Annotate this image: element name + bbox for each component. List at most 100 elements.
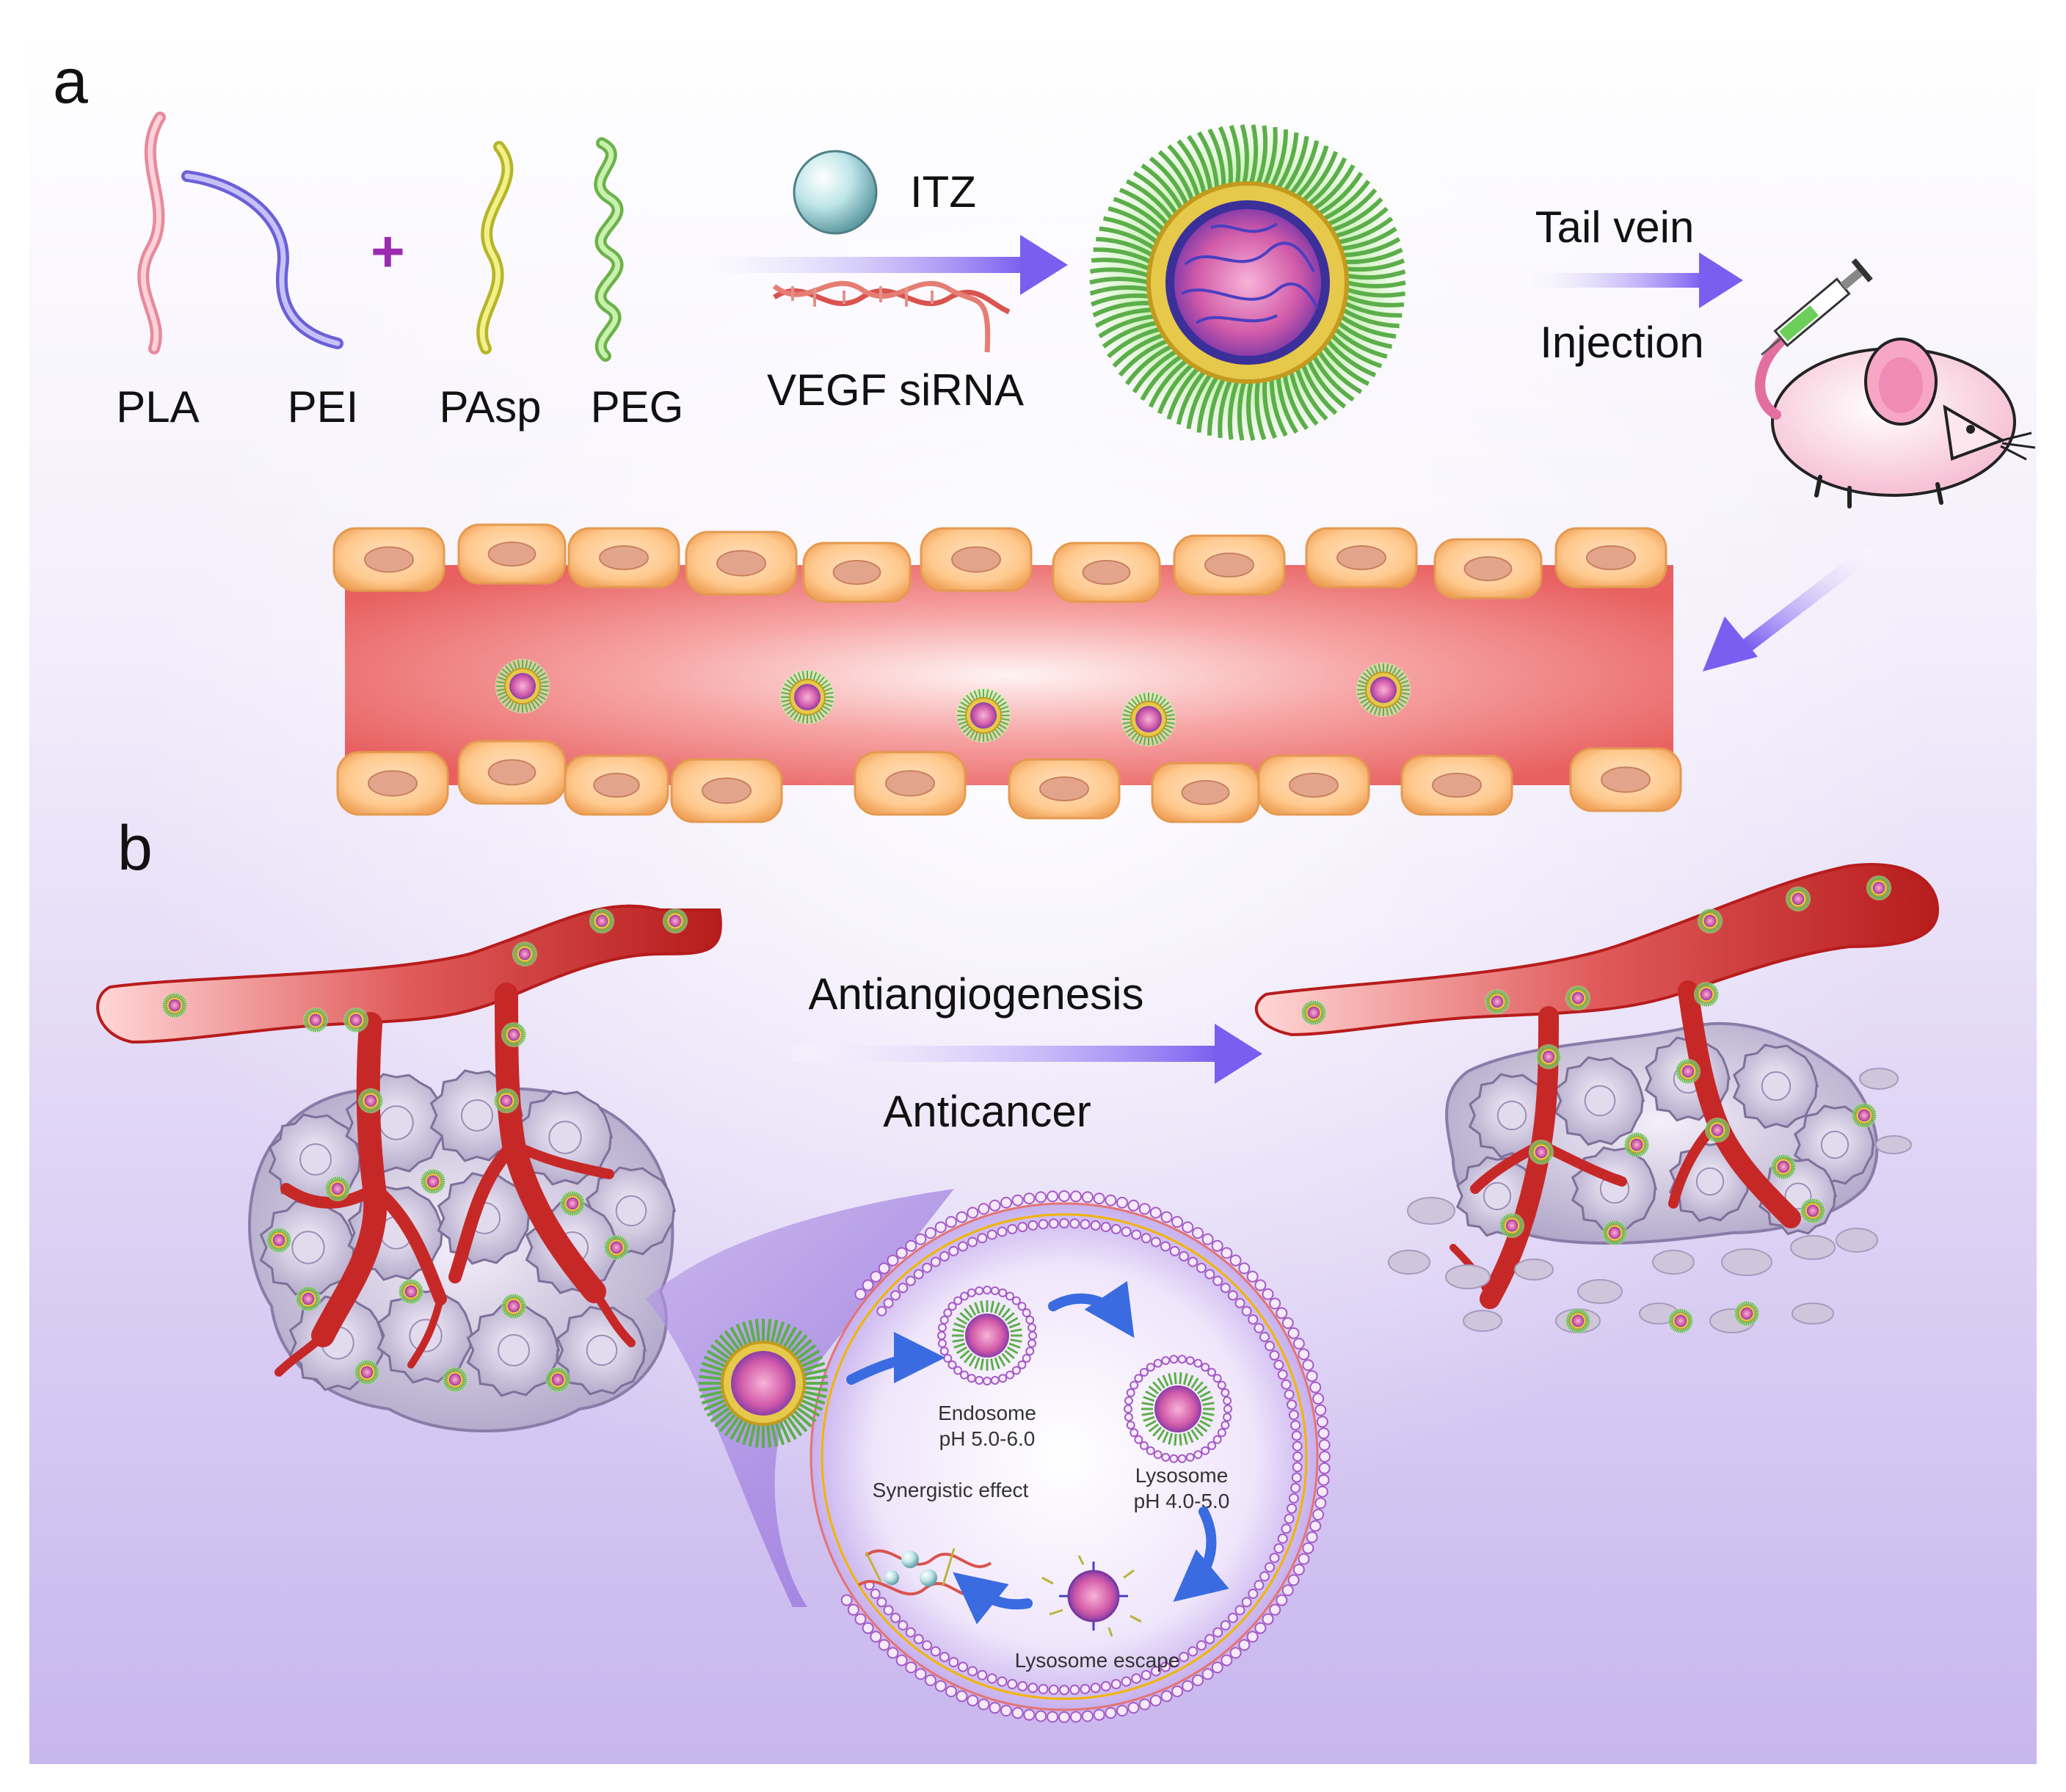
endothelial-cell: [854, 751, 967, 816]
blood-vessel: [332, 523, 1682, 823]
endothelial-cell: [1052, 542, 1161, 603]
endothelial-cell: [1305, 527, 1418, 589]
micelle-particle: [501, 1021, 527, 1048]
tumor-cell: [1571, 1146, 1658, 1232]
micelle-particle: [357, 1088, 384, 1114]
micelle-particle: [343, 1007, 369, 1033]
micelle-particle: [603, 1234, 630, 1261]
micelle-particle: [161, 992, 188, 1019]
micelle-particle: [1623, 1132, 1650, 1158]
micelle-particle: [1785, 886, 1811, 912]
zoom-cone: [646, 1189, 954, 1607]
endothelial-cell: [336, 751, 449, 816]
micelle-particle: [1734, 1300, 1760, 1327]
endothelial-cell: [457, 740, 567, 805]
micelle-particle: [442, 1366, 468, 1393]
cell-debris: [1463, 1310, 1502, 1332]
tumor-before: [96, 904, 722, 1432]
label-itz: ITZ: [910, 167, 976, 216]
micelle-icon: [1086, 121, 1409, 444]
mouse-icon: [1755, 329, 2036, 509]
vessel-micelle: [779, 669, 835, 725]
pathway-arrows: [846, 1281, 1229, 1625]
cell-debris: [1407, 1197, 1455, 1225]
label-lysosome-ph: pH 4.0-5.0: [1134, 1490, 1230, 1512]
label-pasp: PAsp: [440, 382, 542, 431]
polymer-pla: [137, 112, 166, 354]
sirna-helix-icon: [772, 280, 1011, 353]
label-endosome-ph: pH 5.0-6.0: [939, 1427, 1036, 1450]
micelle-particle: [1499, 1212, 1525, 1239]
cell-debris: [1514, 1259, 1554, 1281]
micelle-particle: [1528, 1139, 1554, 1165]
endothelial-cell: [1400, 754, 1513, 816]
tumor-after: [1254, 863, 1940, 1334]
cell-debris: [1577, 1279, 1623, 1304]
label-tail-vein: Tail vein: [1535, 203, 1695, 252]
polymer-pasp: [476, 141, 514, 354]
circulation-arrow: [1703, 544, 1877, 671]
micelle-particle: [1565, 1308, 1591, 1334]
endothelial-cell: [1569, 747, 1682, 812]
cell-debris: [1652, 1250, 1695, 1275]
micelle-particle: [420, 1168, 446, 1195]
endothelial-cell: [1554, 527, 1667, 589]
tumor-cell: [1732, 1043, 1819, 1129]
vessel-micelle: [1121, 691, 1176, 747]
panel-a-label: a: [53, 46, 88, 117]
vessel-micelle: [1356, 662, 1411, 718]
micelle-particle: [354, 1359, 380, 1385]
synergy-cluster: [857, 1548, 992, 1598]
micelle-particle: [398, 1278, 424, 1305]
micelle-particle: [1770, 1154, 1797, 1180]
micelle-particle: [1565, 985, 1591, 1011]
vessel-micelle: [495, 658, 550, 714]
label-anticancer: Anticancer: [883, 1087, 1091, 1136]
tumor-cell: [556, 1305, 647, 1396]
label-pla: PLA: [116, 382, 199, 431]
micelle-particle: [1800, 1198, 1826, 1224]
micelle-particle: [1693, 981, 1720, 1008]
cell-debris: [1721, 1248, 1772, 1276]
micelle-particle: [662, 908, 688, 934]
syringe-icon: [1761, 258, 1873, 356]
endothelial-cell: [1173, 534, 1286, 596]
micelle-particle: [1484, 988, 1510, 1015]
micelle-particle: [1675, 1058, 1701, 1085]
endothelial-cell: [457, 523, 567, 585]
label-injection: Injection: [1540, 318, 1703, 367]
vessel-tree-left: [96, 904, 722, 1377]
micelle-particle: [559, 1190, 586, 1217]
label-pei: PEI: [288, 382, 359, 431]
label-peg: PEG: [591, 382, 684, 431]
micelle-particle: [589, 908, 615, 934]
micelle-particle: [302, 1007, 329, 1033]
cell-debris: [1875, 1135, 1912, 1154]
injection-arrow: [1527, 252, 1743, 308]
lysosome-escape-particle: [1041, 1555, 1142, 1637]
micelle-particle: [1601, 1220, 1628, 1246]
cell-debris: [1836, 1228, 1878, 1253]
tumor-cell: [1554, 1056, 1645, 1146]
cell-debris: [1388, 1250, 1430, 1275]
micelle-particle: [545, 1366, 571, 1393]
endothelial-cell: [802, 542, 912, 603]
micelle-entering: [699, 1319, 828, 1448]
micelle-particle: [1535, 1043, 1562, 1070]
label-antiangiogenesis: Antiangiogenesis: [808, 969, 1143, 1019]
tumor-cell: [466, 1304, 561, 1397]
micelle-particle: [1667, 1308, 1694, 1334]
endothelial-cell: [1433, 538, 1543, 600]
label-lysosome: Lysosome: [1135, 1464, 1229, 1487]
micelle-particle: [1697, 908, 1723, 934]
endothelial-cell: [1008, 758, 1121, 820]
cell-debris: [1445, 1264, 1491, 1289]
endothelial-cell: [567, 527, 680, 589]
cell-uptake-inset: Endosome pH 5.0-6.0 Lysosome pH 4.0-5.0 …: [699, 1190, 1331, 1723]
polymer-pei: [181, 170, 343, 349]
lysosome: [1124, 1355, 1232, 1463]
cell-debris: [1790, 1235, 1836, 1260]
polymer-peg: [594, 137, 624, 362]
cell-debris: [1859, 1068, 1899, 1090]
